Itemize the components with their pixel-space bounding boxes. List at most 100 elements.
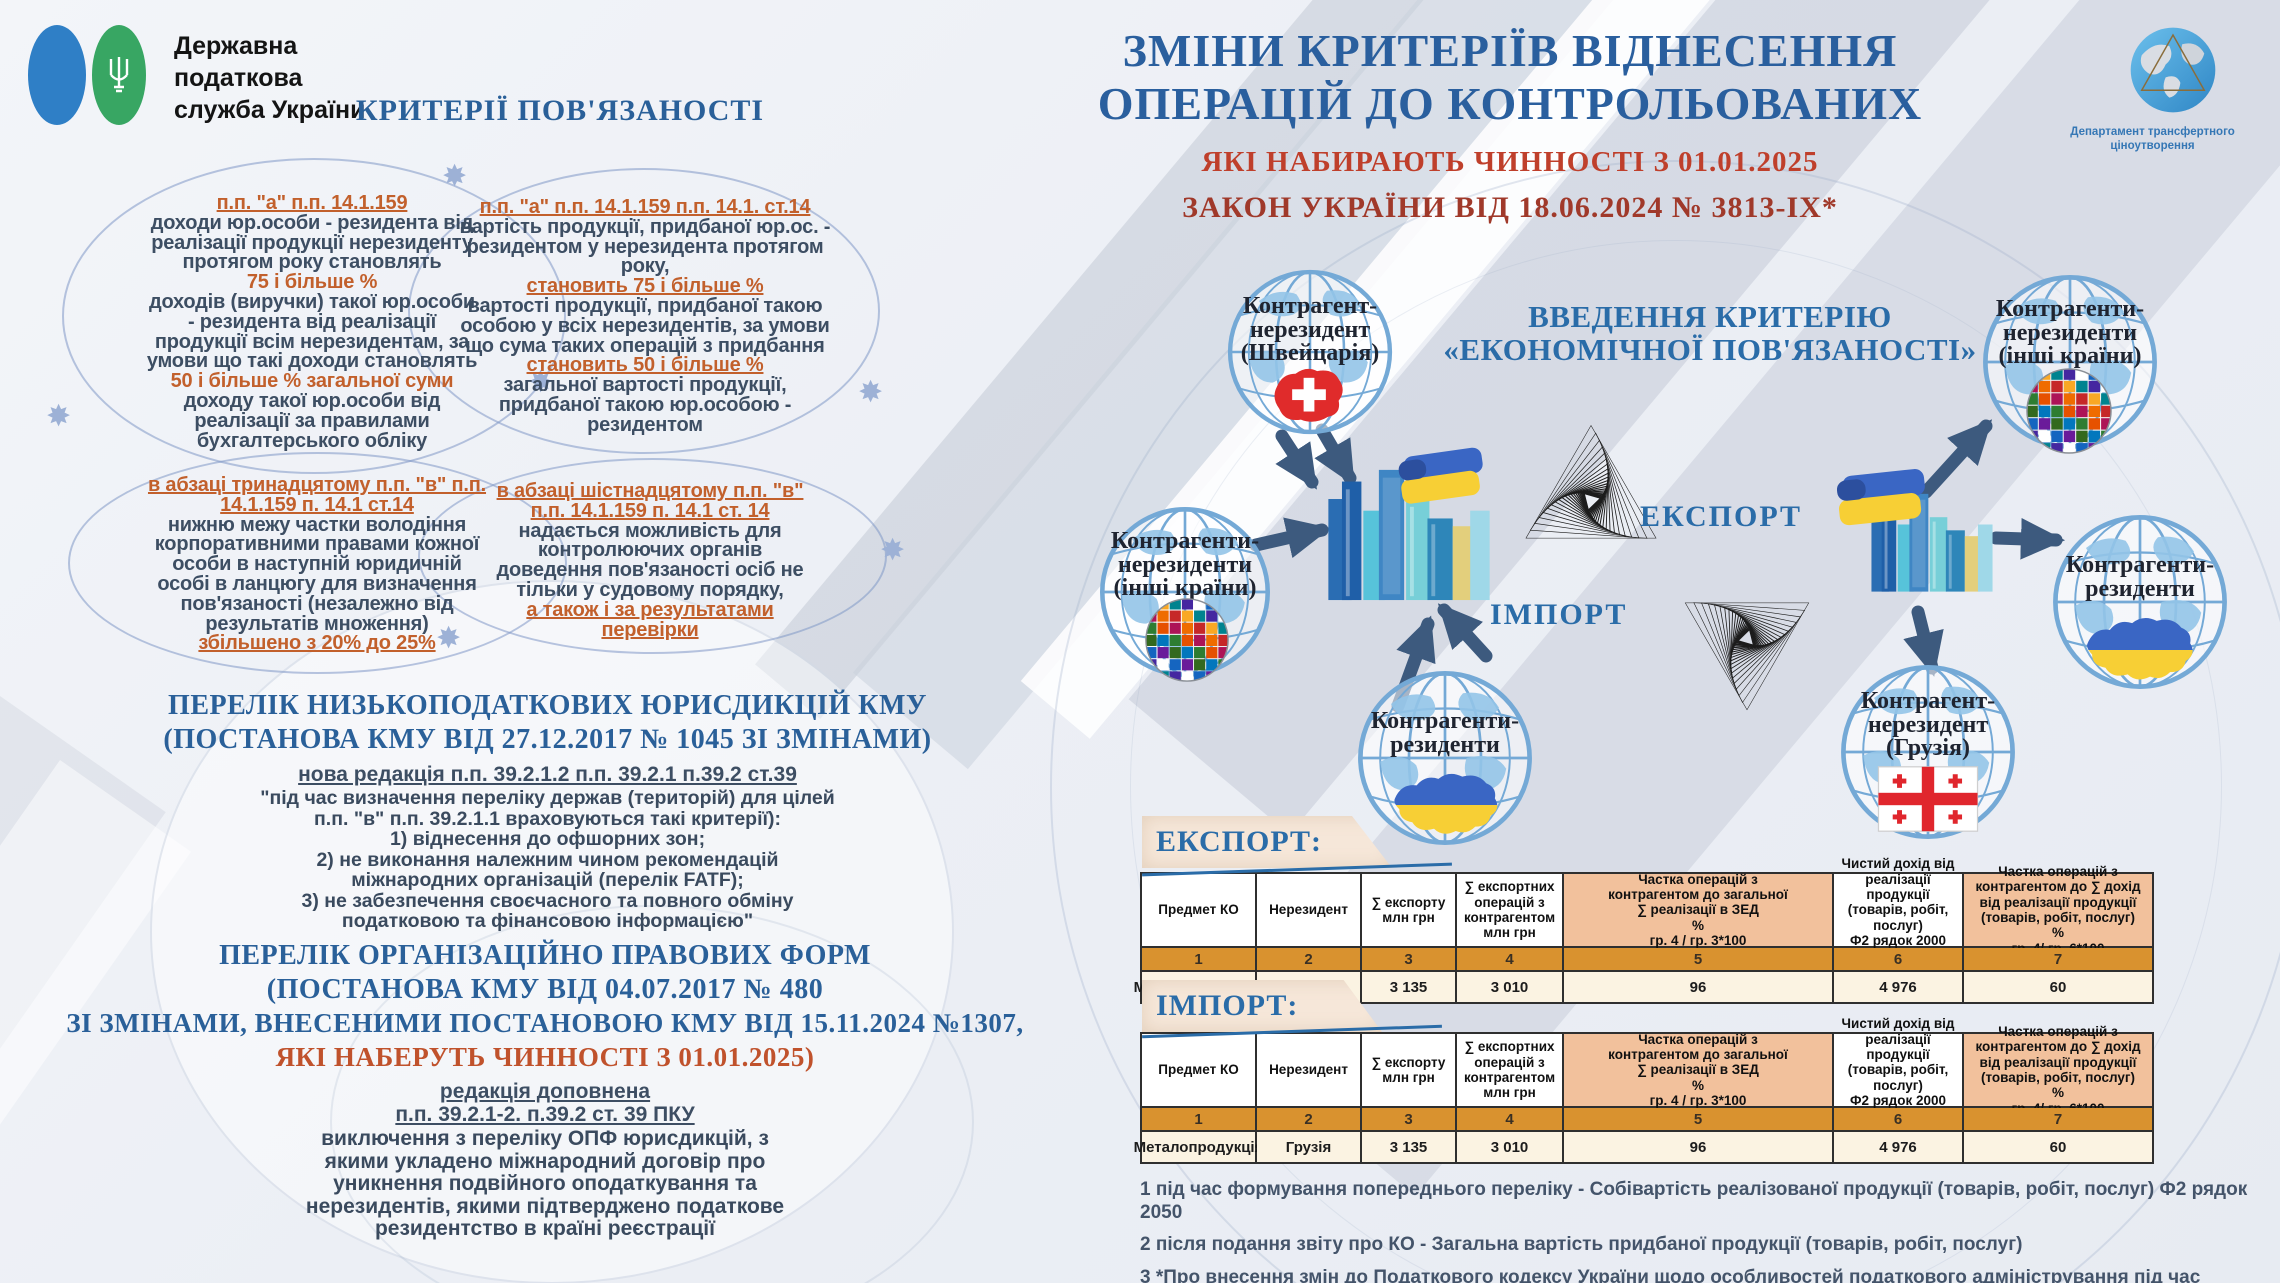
node-label-line: (інші країни) bbox=[1113, 575, 1257, 602]
node-resident-right: Контрагенти- резиденти bbox=[2050, 512, 2230, 692]
text-line: резидентом у нерезидента протягом bbox=[466, 235, 824, 258]
col-number: 1 bbox=[1142, 1108, 1257, 1132]
node-label-line: (інші країни) bbox=[1998, 343, 2142, 370]
criteria-block-4: в абзаці шістнадцятому п.п. "в" п.п. 14.… bbox=[425, 480, 875, 640]
jurisdictions-title-1: ПЕРЕЛІК НИЗЬКОПОДАТКОВИХ ЮРИСДИКЦІЙ КМУ bbox=[168, 690, 927, 721]
criteria-ref: п.п. 14.1.159 п. 14.1 ст. 14 bbox=[530, 499, 770, 522]
dept-caption-line2: ціноутворення bbox=[2110, 140, 2195, 153]
text-line: особою у всіх нерезидентів, за умови bbox=[460, 314, 830, 337]
col-number: 6 bbox=[1834, 1108, 1964, 1132]
col-number: 5 bbox=[1564, 948, 1834, 972]
node-label-line: нерезиденти bbox=[2002, 319, 2138, 346]
col-header: ∑ експортних операцій з контрагентом млн… bbox=[1457, 874, 1564, 948]
table-cell: 96 bbox=[1564, 972, 1834, 1002]
table-cell: 4 976 bbox=[1834, 972, 1964, 1002]
text-line: корпоративними правами кожної bbox=[154, 533, 480, 556]
node-label-line: резиденти bbox=[1390, 731, 1500, 758]
table-cell: 3 135 bbox=[1362, 972, 1457, 1002]
ukraine-map-icon bbox=[2087, 618, 2193, 680]
table-cell: 96 bbox=[1564, 1132, 1834, 1162]
text-line: пов'язаності (незалежно від bbox=[180, 592, 454, 615]
dept-logo: Департамент трансфертного ціноутворення bbox=[2060, 24, 2245, 154]
criteria-title: КРИТЕРІЇ ПОВ'ЯЗАНОСТІ bbox=[355, 94, 765, 127]
orbit-star: ✸ bbox=[442, 160, 468, 193]
spiral-triangle-up bbox=[1525, 424, 1657, 539]
col-number: 1 bbox=[1142, 948, 1257, 972]
col-number: 6 bbox=[1834, 948, 1964, 972]
col-number: 7 bbox=[1964, 1108, 2152, 1132]
footnotes: 1 під час формування попереднього перелі… bbox=[1140, 1178, 2265, 1283]
node-label-line: Контрагент- bbox=[1242, 293, 1378, 319]
footnote-2: 2 після подання звіту про КО - Загальна … bbox=[1140, 1234, 2023, 1256]
brand-line1: Державна bbox=[174, 32, 298, 60]
col-header: Частка операцій з контрагентом до ∑ дохі… bbox=[1964, 1024, 2152, 1116]
node-label-line: резиденти bbox=[2085, 575, 2195, 602]
criteria-ref: в абзаці тринадцятому п.п. "в" п.п. bbox=[147, 474, 487, 496]
text-line: що сума таких операцій з придбання bbox=[465, 334, 825, 357]
col-header: Нерезидент bbox=[1257, 1034, 1362, 1108]
text-line: реалізації продукції нерезиденту bbox=[151, 231, 473, 254]
threshold-value: збільшено з 20% до 25% bbox=[198, 632, 436, 655]
import-flow-label: ІМПОРТ bbox=[1490, 598, 1628, 631]
table-cell: 3 135 bbox=[1362, 1132, 1457, 1162]
main-title: ЗМІНИ КРИТЕРІЇВ ВІДНЕСЕННЯ ОПЕРАЦІЙ ДО К… bbox=[1040, 24, 1980, 225]
dept-globe-icon bbox=[2130, 27, 2215, 113]
brand-text: Державна податкова служба України bbox=[174, 30, 365, 126]
node-nonresident-georgia: Контрагент- нерезидент (Грузія) bbox=[1838, 662, 2018, 842]
node-label-line: Контрагенти- bbox=[1995, 296, 2145, 322]
threshold-value: становить 50 і більше % bbox=[526, 354, 764, 377]
text-line: результатів множення) bbox=[205, 612, 429, 635]
col-number: 5 bbox=[1564, 1108, 1834, 1132]
spiral-triangle-down bbox=[1684, 602, 1810, 711]
node-label: Контрагенти- нерезиденти (інші країни) bbox=[1968, 296, 2172, 370]
text-line: доходу такої юр.особи від bbox=[183, 389, 441, 412]
text-line: доведення пов'язаності осіб не bbox=[496, 559, 804, 582]
text-line: 3) не забезпечення своєчасного та повног… bbox=[301, 889, 794, 912]
col-header: Чистий дохід від реалізації продукції (т… bbox=[1834, 1016, 1964, 1123]
node-resident-left: Контрагенти- резиденти bbox=[1355, 668, 1535, 848]
main-title-line2: ОПЕРАЦІЙ ДО КОНТРОЛЬОВАНИХ bbox=[1097, 78, 1923, 129]
col-header: Чистий дохід від реалізації продукції (т… bbox=[1834, 856, 1964, 963]
col-header: Частка операцій з контрагентом до ∑ дохі… bbox=[1964, 864, 2152, 956]
col-header: Нерезидент bbox=[1257, 874, 1362, 948]
law-reference: ЗАКОН УКРАЇНИ ВІД 18.06.2024 № 3813-ІХ* bbox=[1182, 191, 1838, 224]
effective-date: ЯКІ НАБИРАЮТЬ ЧИННОСТІ З 01.01.2025 bbox=[1201, 146, 1819, 178]
col-header: ∑ експорту млн грн bbox=[1362, 874, 1457, 948]
table-cell: Грузія bbox=[1257, 1132, 1362, 1162]
text-line: тільки у судовому порядку, bbox=[516, 578, 784, 601]
text-line: вартість продукції, придбаної юр.ос. - bbox=[459, 215, 831, 238]
text-line: якими укладено міжнародний договір про bbox=[324, 1149, 766, 1173]
footnote-3: 3 *Про внесення змін до Податкового коде… bbox=[1140, 1266, 2201, 1283]
opf-title-3: ЗІ ЗМІНАМИ, ВНЕСЕНИМИ ПОСТАНОВОЮ КМУ ВІД… bbox=[66, 1008, 1024, 1038]
text-line: доходів (виручки) такої юр.особи bbox=[148, 290, 475, 313]
node-label-line: Контрагенти- bbox=[1370, 708, 1520, 734]
col-header: Предмет КО bbox=[1142, 1034, 1257, 1108]
threshold-value: а також і за результатами bbox=[526, 598, 774, 621]
col-header: Частка операцій з контрагентом до загаль… bbox=[1564, 1032, 1834, 1108]
text-line: резидентом bbox=[587, 413, 703, 436]
import-table: Предмет КО Нерезидент ∑ експорту млн грн… bbox=[1134, 1016, 2154, 1164]
col-header: Предмет КО bbox=[1142, 874, 1257, 948]
dept-caption-line1: Департамент трансфертного bbox=[2070, 126, 2235, 138]
opf-title-4: ЯКІ НАБЕРУТЬ ЧИННОСТІ З 01.01.2025) bbox=[275, 1042, 815, 1072]
text-line: вартості продукції, придбаної такою bbox=[467, 294, 823, 317]
text-line: особи в наступній юридичній bbox=[172, 553, 462, 576]
text-line: нерезидентів, якими підтверджено податко… bbox=[305, 1194, 785, 1218]
brand-line3: служба України bbox=[174, 96, 366, 124]
criteria-block-3: в абзаці тринадцятому п.п. "в" п.п. 14.1… bbox=[72, 474, 562, 655]
export-tab-label: ЕКСПОРТ: bbox=[1156, 825, 1323, 858]
criteria-ref: в абзаці шістнадцятому п.п. "в" bbox=[496, 480, 804, 502]
criteria-ref: п.п. "а" п.п. 14.1.159 п.п. 14.1. ст.14 bbox=[479, 196, 811, 218]
text-line: контролюючих органів bbox=[537, 539, 763, 562]
text-line: "під час визначення переліку держав (тер… bbox=[260, 787, 835, 809]
node-label-line: (Швейцарія) bbox=[1240, 340, 1380, 367]
switzerland-map-icon bbox=[1274, 368, 1343, 422]
import-tab-label: ІМПОРТ: bbox=[1156, 989, 1299, 1022]
text-line: виключення з переліку ОПФ юрисдикцій, з bbox=[321, 1127, 769, 1150]
opf-title-2: (ПОСТАНОВА КМУ ВІД 04.07.2017 № 480 bbox=[266, 974, 824, 1005]
opf-body: виключення з переліку ОПФ юрисдикцій, з … bbox=[35, 1127, 1055, 1241]
criteria-ellipse-2 bbox=[408, 168, 880, 454]
node-nonresident-other-right: Контрагенти- нерезиденти (інші країни) bbox=[1980, 272, 2160, 454]
footnote-1: 1 під час формування попереднього перелі… bbox=[1140, 1179, 2248, 1224]
diagram-intro-line1: ВВЕДЕННЯ КРИТЕРІЮ bbox=[1528, 299, 1892, 334]
